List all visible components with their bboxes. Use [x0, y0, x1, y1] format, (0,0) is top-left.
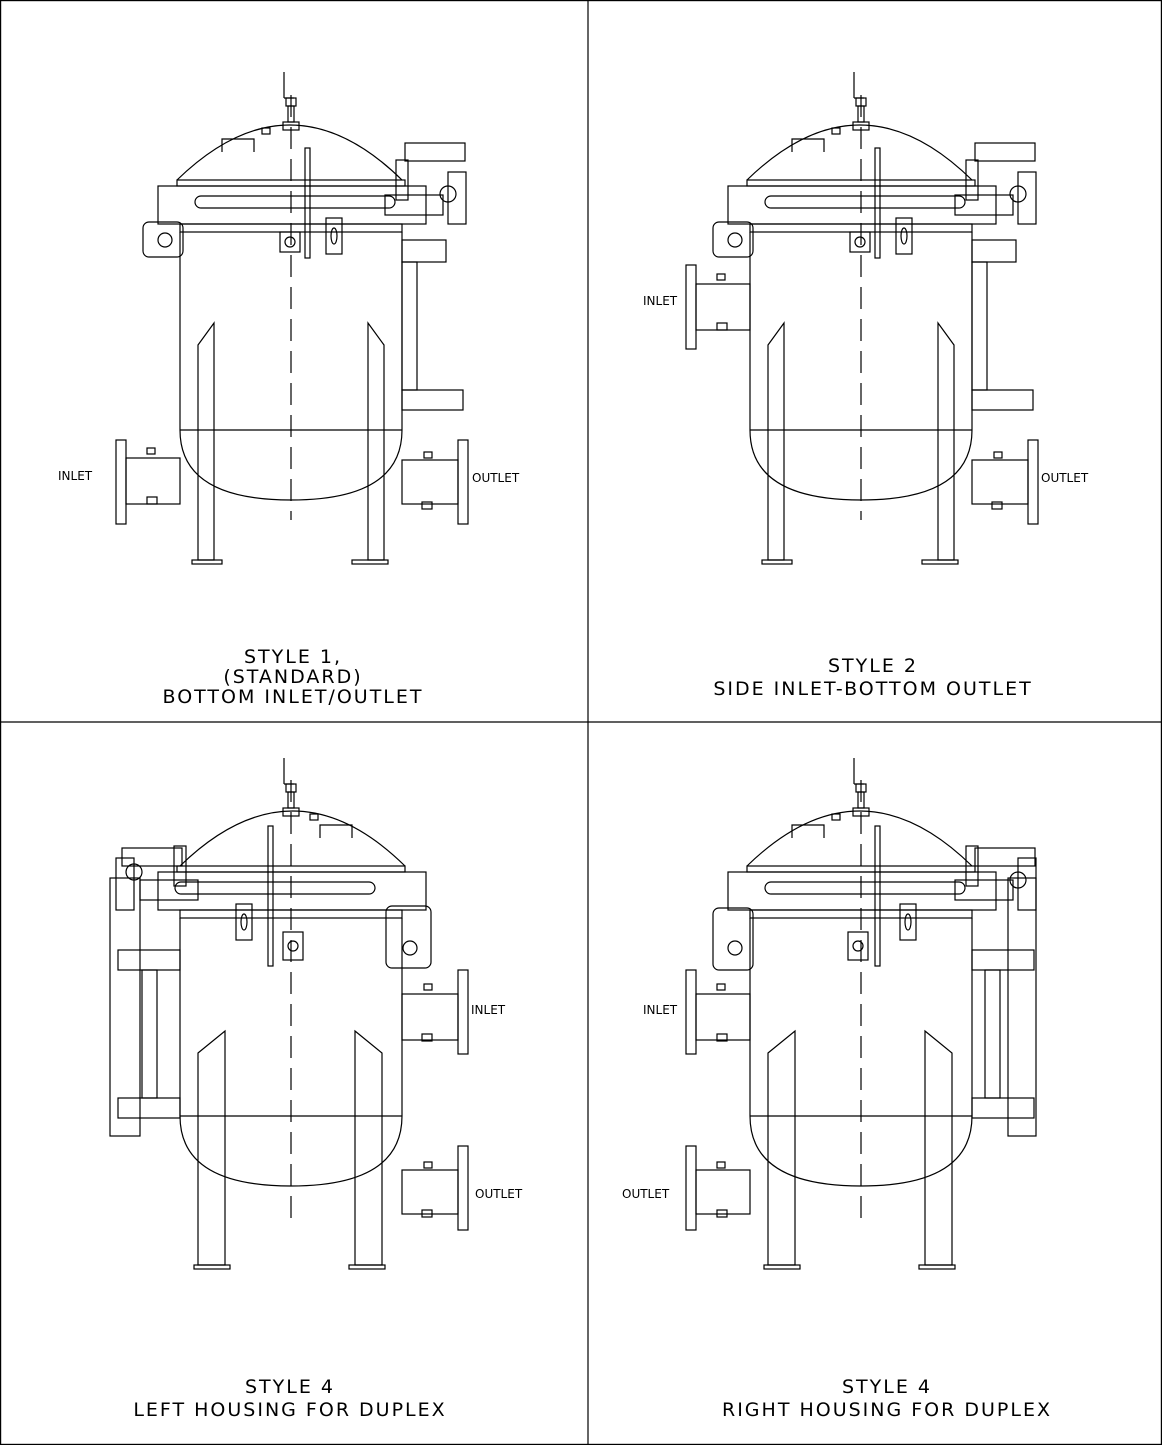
caption-line-2: LEFT HOUSING FOR DUPLEX: [133, 1399, 446, 1421]
caption-line-3: BOTTOM INLET/OUTLET: [163, 686, 424, 708]
caption-line-1: STYLE 2: [828, 655, 918, 677]
caption-line-1: STYLE 4: [842, 1376, 932, 1398]
outlet-label: OUTLET: [472, 471, 520, 485]
inlet-label: INLET: [643, 294, 678, 308]
caption-line-1: STYLE 1,: [244, 646, 342, 668]
outlet-label: OUTLET: [1041, 471, 1089, 485]
inlet-label: INLET: [58, 469, 93, 483]
caption-line-1: STYLE 4: [245, 1376, 335, 1398]
filter-housing-drawing-style-2: [685, 72, 1039, 565]
outlet-label: OUTLET: [475, 1187, 523, 1201]
panel-style-1: INLET OUTLET STYLE 1, (STANDARD) BOTTOM …: [58, 72, 520, 708]
inlet-label: INLET: [471, 1003, 506, 1017]
panel-style-4-left: INLET OUTLET STYLE 4 LEFT HOUSING FOR DU…: [109, 758, 523, 1421]
panel-style-4-right: INLET OUTLET STYLE 4 RIGHT HOUSING FOR D…: [622, 758, 1052, 1421]
inlet-label: INLET: [643, 1003, 678, 1017]
caption-line-2: RIGHT HOUSING FOR DUPLEX: [722, 1399, 1052, 1421]
filter-housing-drawing-style-1: [115, 72, 469, 565]
caption-line-2: (STANDARD): [223, 666, 362, 688]
outlet-label: OUTLET: [622, 1187, 670, 1201]
caption-line-2: SIDE INLET-BOTTOM OUTLET: [713, 678, 1032, 700]
filter-housing-drawing-style-4-right: [685, 758, 1037, 1270]
filter-housing-drawing-style-4-left: [109, 758, 469, 1270]
panel-style-2: INLET OUTLET STYLE 2 SIDE INLET-BOTTOM O…: [643, 72, 1089, 700]
